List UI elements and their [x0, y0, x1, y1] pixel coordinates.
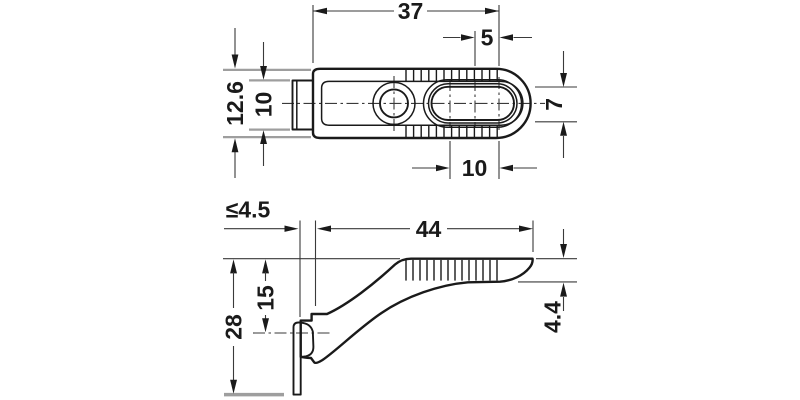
dimension-slot-length: 10	[412, 141, 537, 181]
dim-slot-length: 10	[462, 155, 488, 181]
top-view: 37 5 10 12.6	[222, 0, 577, 181]
dim-arm-thickness: 4.4	[540, 301, 566, 333]
body-inner-contour	[320, 80, 524, 126]
dim-height-overall: 12.6	[222, 81, 248, 126]
dimension-panel-gap: ≤4.5	[224, 197, 299, 232]
dimension-overall-depth: 28	[221, 259, 247, 394]
slot-boss-outer	[422, 79, 523, 128]
dim-slot-width: 7	[541, 98, 567, 111]
dimension-slot-width: 7	[535, 51, 577, 158]
dimension-arm-length: 44	[317, 216, 533, 242]
hole	[379, 88, 409, 119]
dimension-overall-length: 37	[312, 0, 500, 66]
side-view-reference-lines	[223, 220, 577, 397]
top-view-part	[291, 67, 532, 140]
dim-height-cap: 10	[251, 92, 277, 118]
bracket-arm-outline	[299, 257, 534, 365]
dim-overall-length: 37	[398, 0, 424, 24]
arm-ribs	[405, 259, 498, 281]
dimension-height-overall: 12.6	[222, 28, 311, 178]
dimension-axis-depth: 15	[253, 259, 279, 333]
slot-boss-inner	[427, 83, 518, 124]
slot	[430, 85, 515, 121]
dimension-height-cap: 10	[249, 42, 290, 166]
side-view: ≤4.5 44 28 15	[221, 197, 577, 397]
side-view-part	[292, 257, 534, 396]
dim-axis-depth: 15	[253, 285, 279, 311]
dimension-arm-thickness: 4.4	[540, 229, 567, 333]
cap-outline	[291, 79, 314, 131]
dim-panel-gap: ≤4.5	[226, 197, 271, 223]
body-outline	[311, 67, 532, 140]
dimension-slot-offset: 5	[443, 25, 532, 66]
hole-counterbore	[372, 81, 416, 126]
dim-arm-length: 44	[416, 216, 442, 242]
dim-slot-offset: 5	[481, 25, 494, 51]
hub-boss	[300, 321, 315, 358]
dim-overall-depth: 28	[221, 314, 247, 340]
